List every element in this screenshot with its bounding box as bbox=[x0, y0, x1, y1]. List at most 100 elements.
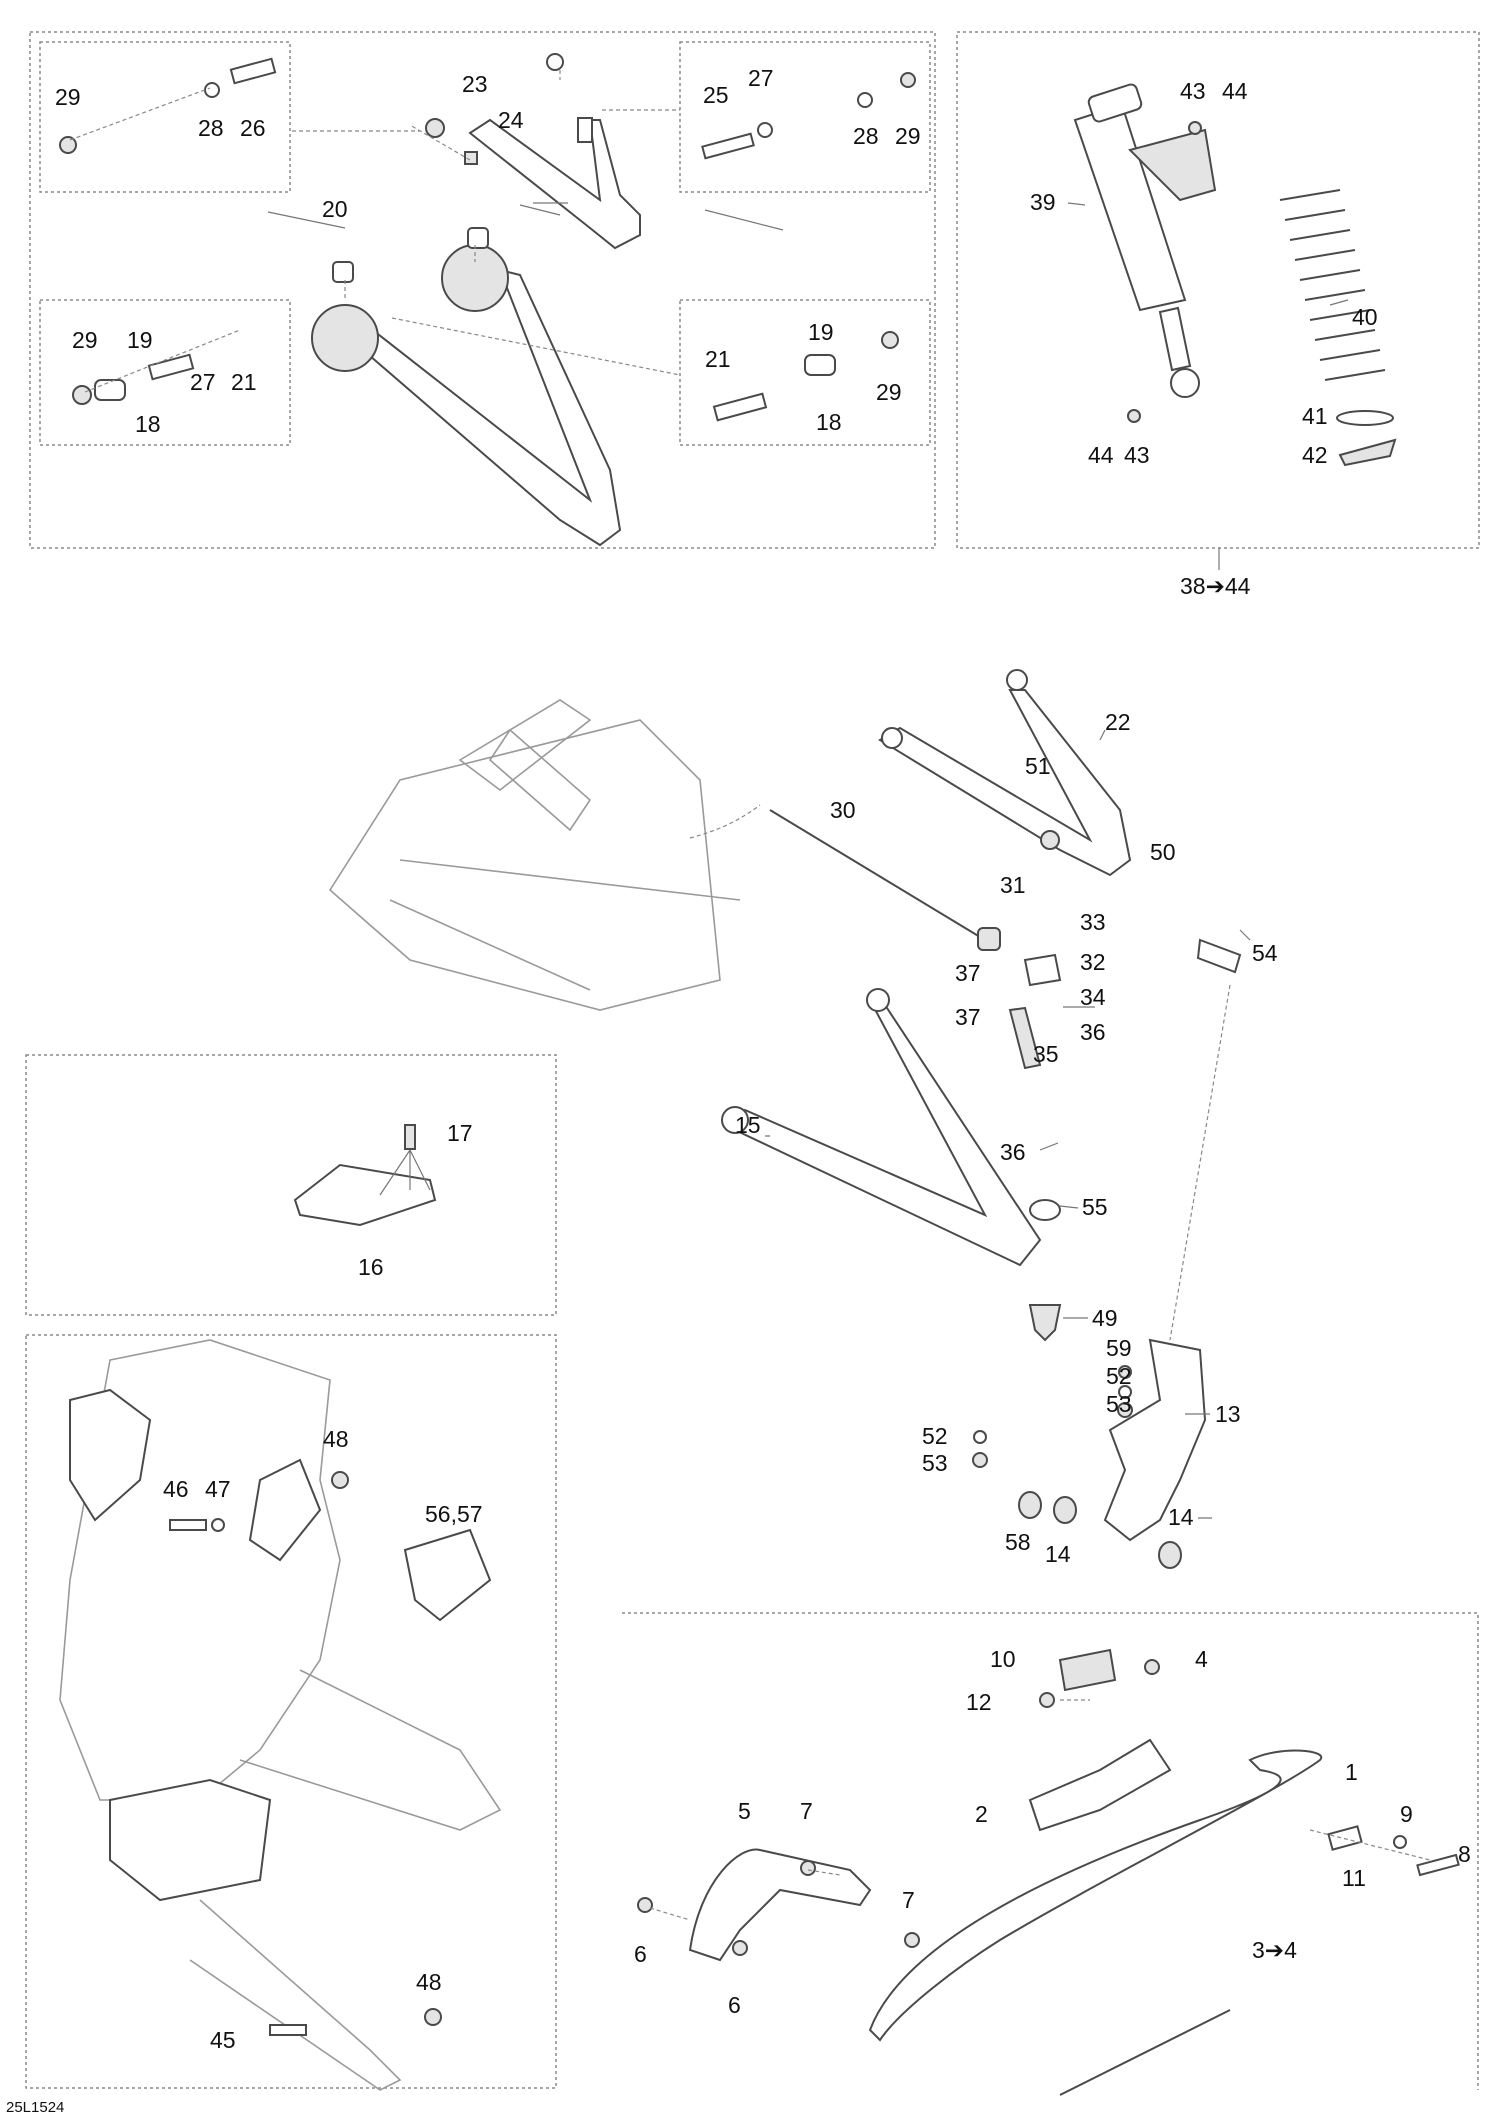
shock-panel bbox=[956, 31, 1480, 549]
nut-53-b bbox=[972, 1452, 988, 1468]
range-label: 38➔44 bbox=[1180, 573, 1251, 599]
ski-1 bbox=[868, 1749, 1323, 2042]
bolt-17-leaders bbox=[379, 1149, 431, 1196]
callout-label: 32 bbox=[1080, 949, 1106, 975]
bolt-icon bbox=[147, 353, 195, 381]
callout-label: 21 bbox=[705, 346, 731, 372]
callout-label: 17 bbox=[447, 1120, 473, 1146]
callout-label: 22 bbox=[1105, 709, 1131, 735]
callout-label: 46 bbox=[163, 1476, 189, 1502]
callout-label: 58 bbox=[1005, 1529, 1031, 1555]
nut-icon bbox=[59, 136, 77, 154]
screw-7-a bbox=[800, 1860, 816, 1876]
ski-guard-56-57 bbox=[403, 1528, 492, 1622]
bushing-14-a bbox=[1053, 1496, 1077, 1524]
callout-label: 48 bbox=[323, 1426, 349, 1452]
bolt-46 bbox=[169, 1519, 207, 1531]
washer-9 bbox=[1393, 1835, 1407, 1849]
bushing-51 bbox=[1040, 830, 1060, 850]
screw-7-b bbox=[904, 1932, 920, 1948]
callout-label: 51 bbox=[1025, 753, 1051, 779]
sway-bar-link-line bbox=[689, 804, 761, 839]
callout-label: 6 bbox=[728, 1992, 741, 2018]
handle-5 bbox=[688, 1848, 872, 1962]
callout-label: 18 bbox=[135, 411, 161, 437]
frame-ghost-shock bbox=[458, 699, 592, 832]
bolt-icon bbox=[712, 392, 768, 422]
washer-52-b bbox=[973, 1430, 987, 1444]
ski-assembly bbox=[637, 1648, 1460, 2096]
ski-runner bbox=[1059, 2009, 1231, 2096]
spring-seat-41 bbox=[1336, 410, 1394, 426]
nut-icon bbox=[900, 72, 916, 88]
frame-lower-bracket bbox=[109, 1778, 272, 1902]
bushing-14-b bbox=[1158, 1541, 1182, 1569]
shock-absorber bbox=[1073, 83, 1217, 398]
callout-label: 31 bbox=[1000, 872, 1026, 898]
callout-label: 28 bbox=[853, 123, 879, 149]
frame-panel bbox=[25, 1334, 557, 2089]
callout-label: 49 bbox=[1092, 1305, 1118, 1331]
callout-label: 9 bbox=[1400, 1801, 1413, 1827]
callout-label: 48 bbox=[416, 1969, 442, 1995]
callout-label: 1 bbox=[1345, 1759, 1358, 1785]
callout-label: 10 bbox=[990, 1646, 1016, 1672]
bushing-58 bbox=[1018, 1491, 1042, 1519]
callout-label: 4 bbox=[1195, 1646, 1208, 1672]
upper-a-arm bbox=[425, 53, 641, 250]
callout-label: 47 bbox=[205, 1476, 231, 1502]
nut-43-bottom bbox=[1127, 409, 1141, 423]
sleeve-icon bbox=[804, 354, 836, 376]
spring-clip-42 bbox=[1338, 438, 1397, 467]
bushing-31 bbox=[977, 927, 1001, 951]
nut-4 bbox=[1144, 1659, 1160, 1675]
page-code: 25L1524 bbox=[6, 2099, 64, 2116]
inset-hardware bbox=[59, 57, 916, 422]
washer-icon bbox=[204, 82, 220, 98]
bushing-20-upper bbox=[467, 227, 489, 249]
lower-arm-15 bbox=[733, 998, 1042, 1267]
frame-outline bbox=[59, 1339, 341, 1801]
callout-label: 19 bbox=[808, 319, 834, 345]
callout-label: 16 bbox=[358, 1254, 384, 1280]
callout-label: 27 bbox=[190, 369, 216, 395]
screw-6-a bbox=[637, 1897, 653, 1913]
callout-label: 23 bbox=[462, 71, 488, 97]
steering-rod-axis bbox=[1169, 984, 1231, 1341]
callout-label: 55 bbox=[1082, 1194, 1108, 1220]
nut-icon bbox=[881, 331, 899, 349]
upper-arm-bushing bbox=[425, 118, 445, 138]
callout-label: 6 bbox=[634, 1941, 647, 1967]
bolt-icon bbox=[229, 57, 277, 85]
shock-reservoir bbox=[1128, 128, 1217, 202]
callout-label: 53 bbox=[922, 1450, 948, 1476]
bracket-32 bbox=[1023, 953, 1062, 987]
upper-arm-panel bbox=[29, 31, 936, 549]
shock-spring bbox=[1127, 121, 1397, 467]
callout-label: 27 bbox=[748, 65, 774, 91]
callout-label: 14 bbox=[1168, 1504, 1194, 1530]
callout-label: 29 bbox=[72, 327, 98, 353]
washer-52-a bbox=[1118, 1385, 1132, 1399]
frame-side-bracket bbox=[248, 1458, 322, 1562]
callout-label: 50 bbox=[1150, 839, 1176, 865]
inset-box-top-left bbox=[39, 41, 291, 193]
lower-arm-15-eye bbox=[721, 1106, 749, 1134]
shock-shaft bbox=[1158, 306, 1192, 372]
callout-label: 5 bbox=[738, 1798, 751, 1824]
callout-label: 44 bbox=[1222, 78, 1248, 104]
ski-pad-10 bbox=[1058, 1648, 1117, 1692]
callout-label: 54 bbox=[1252, 940, 1278, 966]
explode-lines-upper bbox=[69, 70, 680, 161]
callout-label: 15 bbox=[735, 1112, 761, 1138]
range-label: 3➔4 bbox=[1252, 1937, 1297, 1963]
ball-joint-49 bbox=[1028, 1304, 1062, 1342]
callout-label: 29 bbox=[895, 123, 921, 149]
frame-arms bbox=[189, 1669, 502, 2091]
callout-label: 7 bbox=[902, 1887, 915, 1913]
callout-label: 39 bbox=[1030, 189, 1056, 215]
bolt-17 bbox=[404, 1124, 416, 1150]
callout-label: 41 bbox=[1302, 403, 1328, 429]
panel-frames bbox=[25, 31, 1480, 2090]
